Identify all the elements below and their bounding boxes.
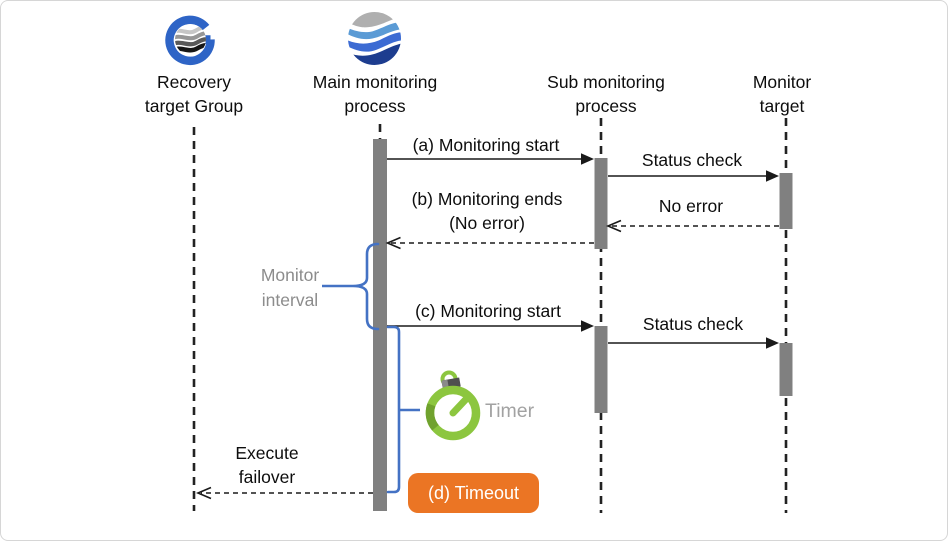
message-label-line: failover	[238, 467, 296, 487]
message-label-status-check-2: Status check	[642, 314, 744, 334]
arrowhead-status-1	[766, 170, 779, 182]
lifeline-label-line: target Group	[144, 96, 244, 116]
activation-bar-sub-1	[594, 158, 608, 249]
arrowhead-c	[581, 320, 594, 332]
lifeline-label-line: Sub monitoring	[547, 72, 665, 92]
lifeline-label-line: Main monitoring	[312, 72, 438, 92]
message-label-c-monitoring-start: (c) Monitoring start	[415, 301, 561, 321]
lifeline-label-line: process	[344, 96, 406, 116]
activation-bar-sub-2	[594, 326, 608, 413]
lifeline-header-main-process: Main monitoring process	[285, 70, 465, 118]
lifeline-label-line: target	[759, 96, 805, 116]
monitor-interval-label: Monitor interval	[205, 263, 375, 313]
stopwatch-icon	[425, 370, 481, 441]
arrowhead-b	[385, 236, 401, 250]
message-label-execute-failover: Execute failover	[187, 441, 347, 489]
timer-bracket	[386, 325, 401, 494]
lifeline-header-monitor-target: Monitor target	[692, 70, 872, 118]
monitor-interval-line: interval	[261, 290, 319, 310]
lifeline-header-sub-process: Sub monitoring process	[516, 70, 696, 118]
timeout-badge: (d) Timeout	[408, 473, 539, 513]
monitor-interval-line: Monitor	[260, 265, 320, 285]
timer-label: Timer	[485, 400, 535, 422]
wave-globe-logo-icon	[348, 12, 401, 65]
arrowhead-no-error	[605, 219, 622, 233]
arrowhead-status-2	[766, 337, 779, 349]
activation-bar-target-2	[779, 343, 793, 396]
message-label-line: (b) Monitoring ends	[411, 189, 563, 209]
message-label-a-monitoring-start: (a) Monitoring start	[412, 135, 560, 155]
lifeline-label-line: Monitor	[752, 72, 812, 92]
message-label-b-monitoring-ends: (b) Monitoring ends (No error)	[367, 187, 607, 235]
lifeline-label-line: process	[575, 96, 637, 116]
arrowhead-failover	[195, 486, 212, 500]
message-label-line: (No error)	[449, 213, 525, 233]
message-label-line: Execute	[235, 443, 299, 463]
message-label-no-error: No error	[658, 196, 724, 216]
arrowhead-a	[581, 153, 594, 165]
activation-bar-main	[373, 139, 387, 511]
message-label-status-check-1: Status check	[641, 150, 743, 170]
lifeline-label-line: Recovery	[157, 72, 231, 92]
activation-bar-target-1	[779, 173, 793, 229]
group-wave-logo-icon	[165, 15, 215, 66]
lifeline-header-recovery-group: Recovery target Group	[104, 70, 284, 118]
